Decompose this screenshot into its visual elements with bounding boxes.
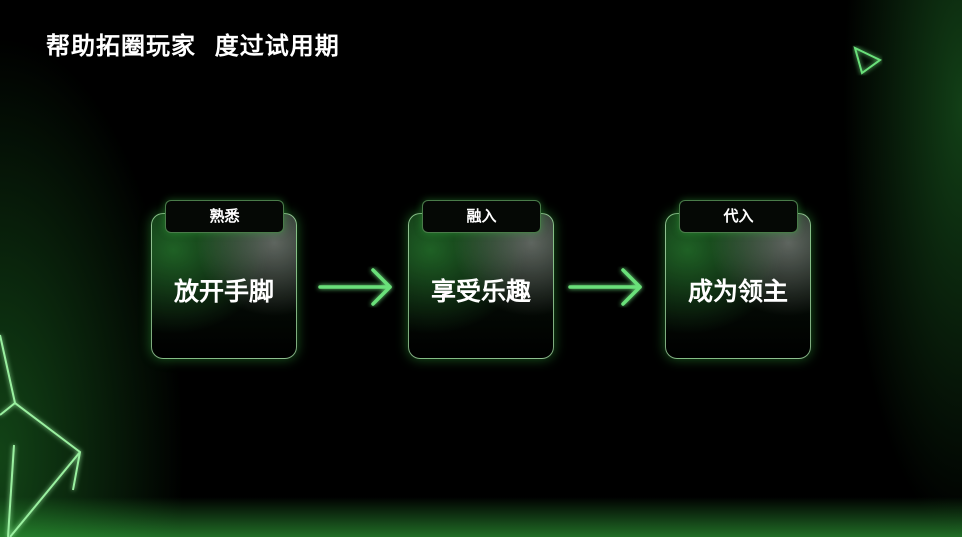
arrow-icon (568, 268, 642, 306)
right-glow (842, 0, 962, 537)
step-tab-3: 代入 (679, 200, 798, 233)
step-label: 放开手脚 (173, 277, 274, 306)
step-card-1: 放开手脚 (151, 213, 297, 359)
step-label: 享受乐趣 (430, 277, 531, 306)
step-card-2: 享受乐趣 (408, 213, 554, 359)
arrow-icon (318, 268, 392, 306)
slide-title: 帮助拓圈玩家 度过试用期 (46, 32, 340, 60)
step-tab-1: 熟悉 (165, 200, 284, 233)
step-card-3: 成为领主 (665, 213, 811, 359)
bottom-glow (0, 497, 962, 537)
step-label: 成为领主 (687, 277, 788, 306)
step-tab-2: 融入 (422, 200, 541, 233)
